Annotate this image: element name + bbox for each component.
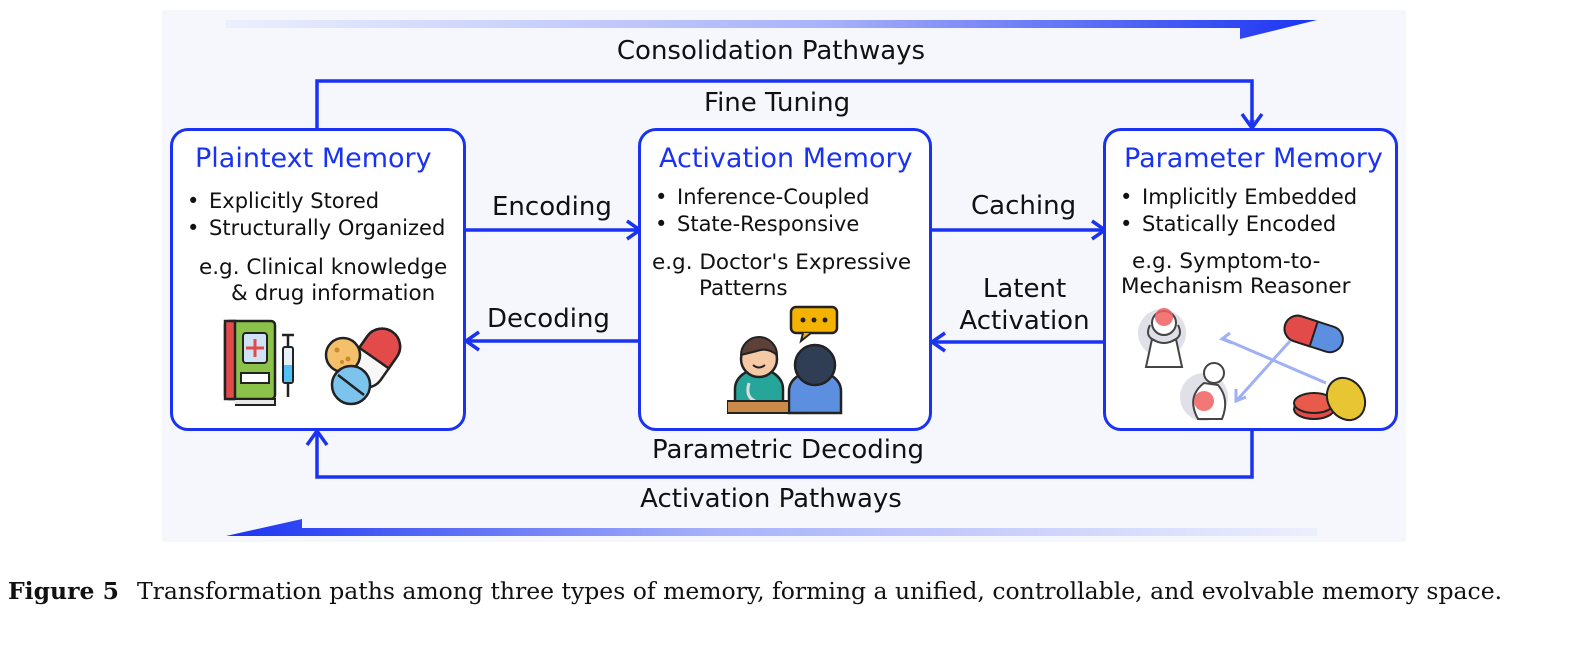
stomachache-patient-icon [1180, 362, 1228, 421]
pills-icon [324, 327, 402, 406]
parameter-bullet: Implicitly Embedded [1120, 184, 1357, 211]
consolidation-pathways-label: Consolidation Pathways [616, 36, 926, 66]
syringe-icon [282, 333, 294, 397]
parameter-memory-bullets: Implicitly Embedded Statically Encoded [1120, 184, 1357, 238]
plaintext-memory-box: Plaintext Memory Explicitly Stored Struc… [170, 128, 466, 431]
plaintext-bullet: Structurally Organized [187, 215, 445, 242]
capsule-icon [1283, 314, 1344, 354]
medical-book-icon [223, 319, 277, 406]
activation-example-line2: Patterns [699, 276, 788, 301]
parameter-example-line1: e.g. Symptom-to- [1132, 249, 1321, 274]
decoding-label: Decoding [487, 304, 610, 334]
doctor-patient-icon [727, 305, 843, 415]
caching-label: Caching [971, 191, 1077, 221]
connectors [226, 20, 1317, 536]
headache-patient-icon [1138, 308, 1186, 368]
plaintext-memory-title: Plaintext Memory [195, 143, 432, 174]
medical-icons [223, 319, 402, 406]
parameter-memory-title: Parameter Memory [1124, 143, 1383, 174]
encoding-label: Encoding [492, 192, 612, 222]
mechanism-cross-arrows [1218, 331, 1327, 404]
tablets-icon [1293, 376, 1367, 422]
parameter-bullet: Statically Encoded [1120, 211, 1357, 238]
activation-gradient-arrow [226, 519, 1317, 536]
activation-bullet: State-Responsive [655, 211, 870, 238]
activation-memory-bullets: Inference-Coupled State-Responsive [655, 184, 870, 238]
figure-caption: Figure 5 Transformation paths among three… [8, 573, 1578, 610]
parameter-memory-box: Parameter Memory Implicitly Embedded Sta… [1103, 128, 1398, 431]
doctor-figure [733, 336, 785, 413]
latent-activation-label: Latent Activation [932, 273, 1117, 337]
figure-caption-label: Figure 5 [8, 577, 119, 605]
patient-figure [787, 343, 843, 415]
latent-activation-line2: Activation [959, 306, 1090, 336]
plaintext-bullet: Explicitly Stored [187, 188, 445, 215]
speech-bubble-icon [789, 305, 839, 344]
symptom-mechanism-icons [1138, 308, 1367, 422]
parameter-example-line2: Mechanism Reasoner [1121, 274, 1351, 299]
plaintext-example-line1: e.g. Clinical knowledge [199, 255, 448, 280]
consolidation-gradient-arrow [226, 20, 1317, 39]
parametric-decoding-arrow [315, 431, 1254, 479]
parametric-decoding-label: Parametric Decoding [652, 435, 924, 465]
activation-example-line1: e.g. Doctor's Expressive [652, 250, 912, 275]
plaintext-memory-bullets: Explicitly Stored Structurally Organized [187, 188, 445, 242]
activation-memory-box: Activation Memory Inference-Coupled Stat… [638, 128, 932, 431]
activation-memory-title: Activation Memory [659, 143, 913, 174]
figure-caption-text: Transformation paths among three types o… [137, 577, 1503, 605]
activation-pathways-label: Activation Pathways [640, 484, 902, 514]
memory-transformation-diagram: Consolidation Pathways Fine Tuning Encod… [162, 10, 1406, 542]
latent-activation-line1: Latent [982, 274, 1067, 304]
fine-tuning-label: Fine Tuning [704, 88, 851, 118]
fine-tuning-arrow [315, 79, 1255, 128]
activation-bullet: Inference-Coupled [655, 184, 870, 211]
plaintext-example-line2: & drug information [231, 281, 436, 306]
